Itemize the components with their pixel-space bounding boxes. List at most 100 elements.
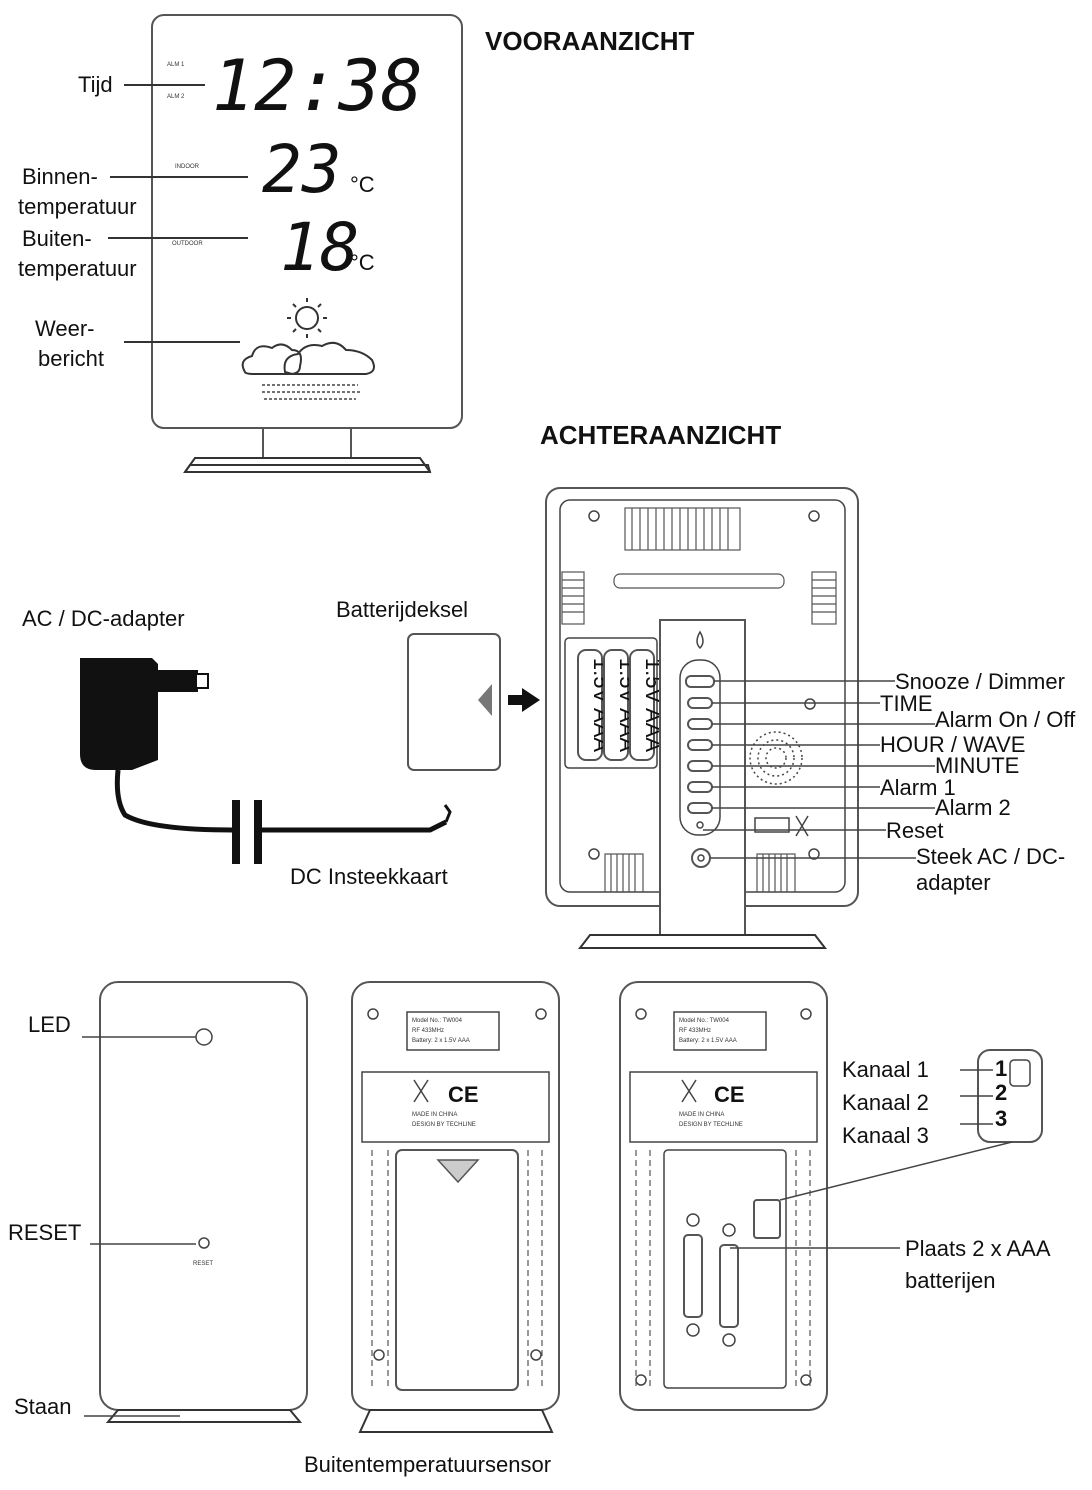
time-display: 12:38 [212,45,423,127]
left-vent [561,571,585,625]
time-button[interactable] [687,697,713,709]
alarm1-indicator: ALM 1 [167,62,185,68]
weee-bin-icon [681,1079,697,1103]
sensor-model-plate [406,1011,500,1051]
weee-bin-icon [795,815,809,837]
time-label: Tijd [78,72,113,97]
channel-num-2: 2 [995,1080,1007,1105]
sensor-hole [804,698,816,710]
sensor-reset-button[interactable] [198,1237,210,1249]
snooze-dimmer-label: Snooze / Dimmer [895,669,1065,694]
indoor-label-line2: temperatuur [18,194,137,219]
front-station-neck [262,427,352,459]
plus-terminal-icon [722,1223,736,1237]
battery-cover-label: Batterijdeksel [336,597,468,622]
channel-num-3: 3 [995,1106,1007,1131]
sensor-back-stand [358,1409,554,1433]
zoom-leader [779,1141,1013,1201]
outdoor-temp-display: 18 [280,209,359,286]
plate-line1: Model No.: TW004 [412,1018,463,1024]
plate2-line3: Battery: 2 x 1.5V AAA [679,1038,737,1044]
battery-compartment [564,637,658,769]
sensor-reset-tiny: RESET [193,1261,213,1267]
plate2-line2: RF 433MHz [679,1028,711,1034]
sensor-front: RESET [99,981,308,1423]
reset-button[interactable] [696,821,704,829]
back-stand-column [659,619,746,936]
design-by-text-2: DESIGN BY TECHLINE [679,1122,743,1128]
bottom-right-vent [756,853,796,893]
battery-cover [407,633,501,771]
dc-jack[interactable] [691,848,711,868]
back-cert-plate [754,817,790,833]
screw-hole [588,510,600,522]
back-station: 1.5V AAA 1.5V AAA 1.5V AAA [545,487,859,949]
battery-install-label-line1: Plaats 2 x AAA [905,1236,1051,1261]
minute-label: MINUTE [935,753,1019,778]
cover-latch [478,684,492,716]
minus-terminal-icon [722,1333,736,1347]
dc-label-line1: Steek AC / DC- [916,844,1065,869]
hanging-slot [613,573,785,589]
front-station: ALM 1 ALM 2 INDOOR OUTDOOR 12:38 23 18 °… [151,14,463,473]
channel3-label: Kanaal 3 [842,1123,929,1148]
snooze-dimmer-button[interactable] [685,675,715,688]
sensor-front-body [99,981,308,1411]
rain-icon [262,384,360,400]
front-station-base [183,464,432,473]
channel-switch-zoom: 1 2 3 [977,1049,1043,1143]
made-in-text-2: MADE IN CHINA [679,1112,724,1118]
weather-label-line1: Weer- [35,316,95,341]
back-leaders [703,680,935,859]
outdoor-label-line1: Buiten- [22,226,92,251]
dc-plug-label: DC Insteekkaart [290,864,448,889]
sensor-battery-door[interactable] [395,1149,519,1391]
alarm1-label: Alarm 1 [880,775,956,800]
plate-line2: RF 433MHz [412,1028,444,1034]
top-vent [624,507,741,551]
channel-num-1: 1 [995,1056,1007,1081]
cloud-icon [241,341,375,375]
adapter-icon [80,658,452,864]
front-view-title: VOORAANZICHT [485,26,695,56]
open-battery-compartment [663,1149,787,1389]
outdoor-tag: OUTDOOR [172,241,203,247]
indoor-tag: INDOOR [175,164,200,170]
sensor-back-closed: Model No.: TW004 RF 433MHz Battery: 2 x … [351,981,560,1433]
reset-label-back: Reset [886,818,943,843]
made-in-text: MADE IN CHINA [412,1112,457,1118]
stand-label: Staan [14,1394,72,1419]
sensor-title: Buitentemperatuursensor [304,1452,551,1477]
hour-wave-button[interactable] [687,739,713,751]
channel2-label: Kanaal 2 [842,1090,929,1115]
battery-install-label-line2: batterijen [905,1268,996,1293]
right-vent [811,571,837,625]
sensor-label-area [361,1071,550,1143]
screw-hole [808,848,820,860]
alarm1-button[interactable] [687,781,713,793]
alarm2-label: Alarm 2 [935,795,1011,820]
door-open-arrow-icon [436,1159,480,1184]
alarm-on-off-button[interactable] [687,718,713,730]
speaker-grille [749,731,803,785]
screw-hole [808,510,820,522]
sensor-model-plate-2 [673,1011,767,1051]
ce-mark: CE [448,1082,479,1107]
plate2-line1: Model No.: TW004 [679,1018,730,1024]
led-label: LED [28,1012,71,1037]
sensor-open-body [619,981,828,1411]
indoor-temp-display: 23 [262,131,341,208]
channel-switch[interactable] [753,1199,781,1239]
button-strip [679,659,721,836]
front-station-base-top [184,457,431,473]
plate-line3: Battery: 2 x 1.5V AAA [412,1038,470,1044]
hour-wave-label: HOUR / WAVE [880,732,1025,757]
adapter-label: AC / DC-adapter [22,606,185,631]
sun-icon [287,298,327,338]
alarm2-indicator: ALM 2 [167,94,185,100]
minute-button[interactable] [687,760,713,772]
sensor-reset-label: RESET [8,1220,81,1245]
alarm2-button[interactable] [687,802,713,814]
minus-terminal-icon [686,1323,700,1337]
